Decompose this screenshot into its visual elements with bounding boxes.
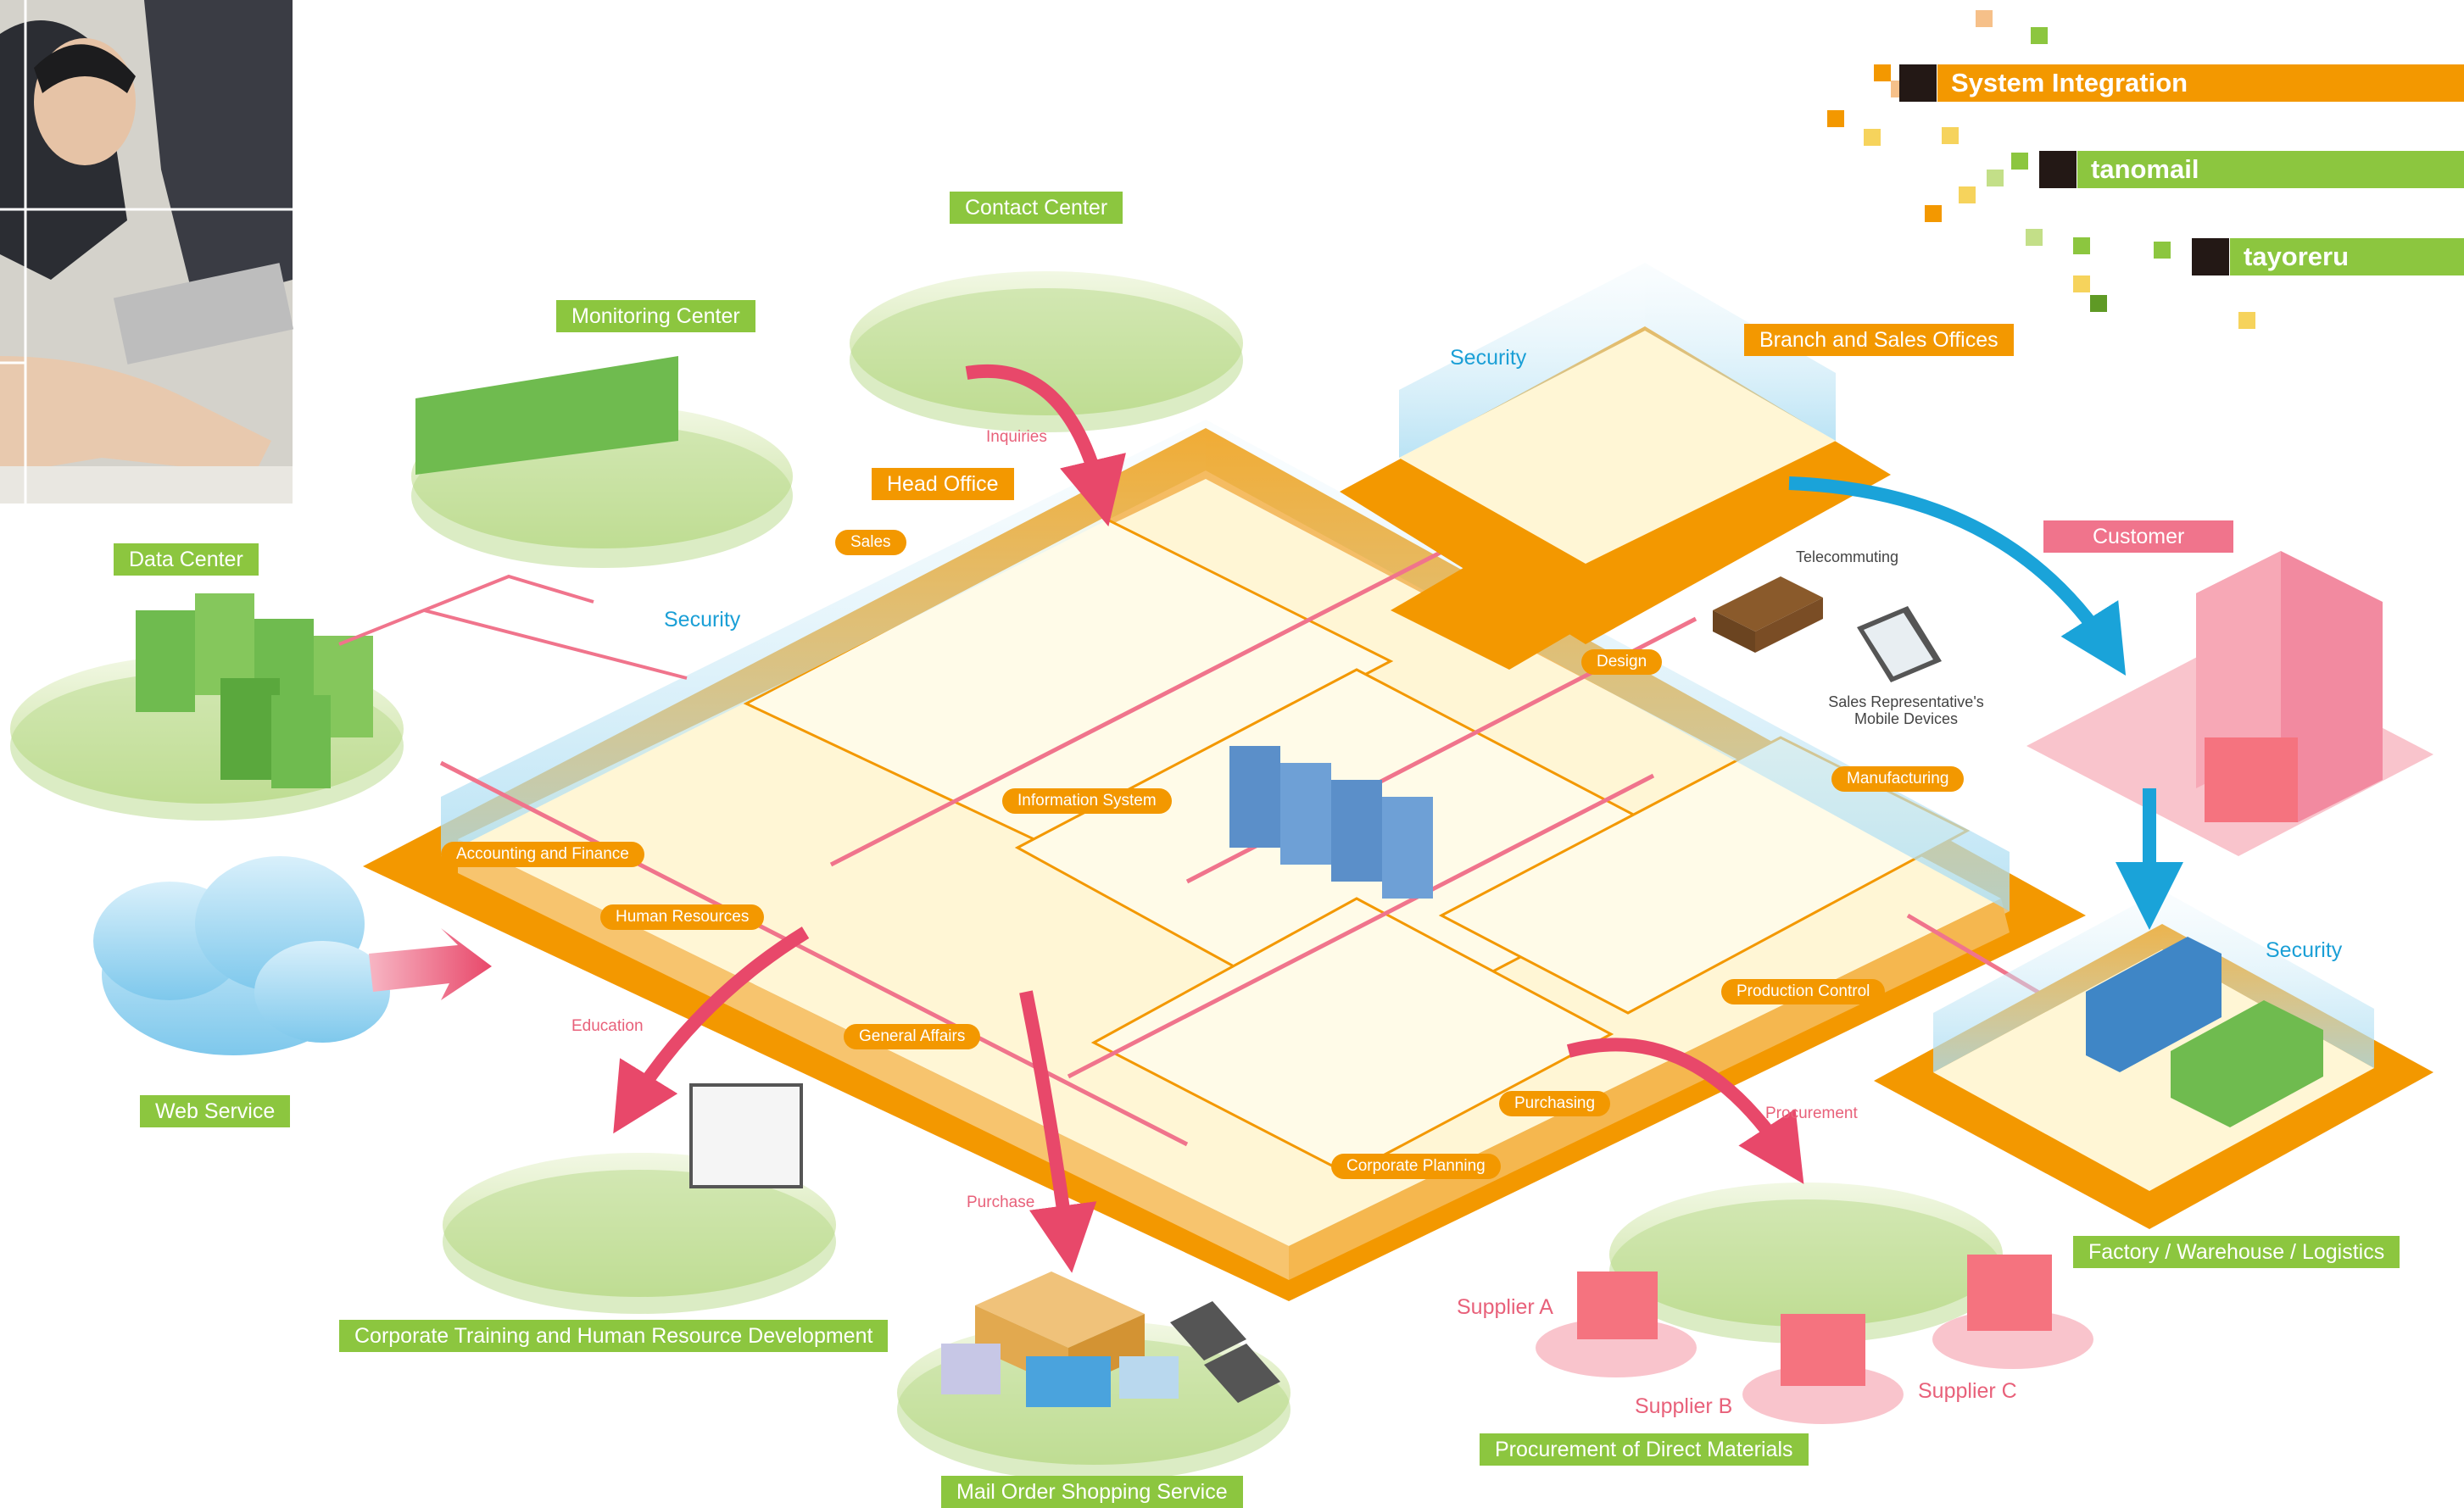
customer-arrow: [1788, 476, 2127, 676]
mail-order-label: Mail Order Shopping Service: [941, 1476, 1243, 1508]
dept-production-control: Production Control: [1721, 979, 1886, 1004]
data-center-servers: [136, 593, 373, 788]
customer-building: [2026, 551, 2433, 856]
procurement-label: Procurement: [1765, 1105, 1858, 1122]
branch-offices-label: Branch and Sales Offices: [1744, 324, 2014, 356]
factory-platform: [1874, 890, 2433, 1229]
monitoring-line: [423, 609, 688, 680]
dept-sales: Sales: [835, 530, 906, 555]
inquiries-arrow: [965, 364, 1126, 527]
web-service-cloud: [93, 856, 390, 1055]
security-label-branch: Security: [1450, 346, 1527, 370]
legend-tanomail: tanomail: [2077, 151, 2464, 188]
web-service-arrow: [369, 928, 492, 1000]
education-arrow: [613, 927, 810, 1134]
mobile-devices-line2: Mobile Devices: [1854, 710, 1959, 727]
dept-manufacturing: Manufacturing: [1831, 766, 1965, 792]
factory-label: Factory / Warehouse / Logistics: [2073, 1236, 2400, 1268]
supplier-c-label: Supplier C: [1918, 1379, 2017, 1403]
education-label: Education: [571, 1017, 644, 1035]
legend-system-integration: System Integration: [1937, 64, 2464, 102]
information-system-servers: [1229, 746, 1433, 899]
web-service-label: Web Service: [140, 1095, 291, 1127]
mobile-device-icon: [1857, 606, 1942, 682]
telecommuting-label: Telecommuting: [1796, 548, 1899, 565]
dept-accounting: Accounting and Finance: [441, 842, 644, 867]
procurement-materials-label: Procurement of Direct Materials: [1480, 1433, 1809, 1466]
mobile-devices-label: Sales Representative's Mobile Devices: [1821, 693, 1991, 727]
legend-tayoreru: tayoreru: [2230, 238, 2464, 275]
monitoring-center-label: Monitoring Center: [556, 300, 755, 332]
dept-design: Design: [1581, 649, 1663, 675]
training-whiteboard: [689, 1083, 803, 1188]
customer-label: Customer: [2043, 520, 2234, 553]
dept-human-resources: Human Resources: [600, 904, 765, 930]
branch-office-platform: [1340, 263, 1891, 670]
head-office-platform: [363, 420, 2086, 1301]
purchase-label: Purchase: [967, 1194, 1035, 1211]
legend-marker-system-integration: [1899, 64, 1937, 102]
inquiries-label: Inquiries: [986, 428, 1047, 446]
security-label-factory: Security: [2266, 938, 2343, 962]
dept-purchasing: Purchasing: [1499, 1091, 1611, 1116]
telecommuting-desk: [1713, 576, 1823, 653]
purchase-arrow: [1019, 990, 1097, 1273]
supplier-a-label: Supplier A: [1457, 1295, 1553, 1319]
security-label-head-office: Security: [664, 608, 741, 632]
office-photo: [0, 0, 294, 504]
data-center-line: [338, 574, 594, 646]
mail-order-goods: [941, 1272, 1280, 1407]
supplier-b-label: Supplier B: [1635, 1394, 1733, 1418]
training-label: Corporate Training and Human Resource De…: [339, 1320, 889, 1352]
head-office-label: Head Office: [872, 468, 1014, 500]
procurement-arrow: [1566, 1038, 1804, 1184]
dept-general-affairs: General Affairs: [844, 1024, 981, 1049]
legend-marker-tayoreru: [2192, 238, 2229, 275]
legend-marker-tanomail: [2039, 151, 2077, 188]
mobile-devices-line1: Sales Representative's: [1828, 693, 1984, 710]
dept-corporate-planning: Corporate Planning: [1331, 1154, 1501, 1179]
contact-center-label: Contact Center: [950, 192, 1123, 224]
dept-information-system: Information System: [1002, 788, 1172, 814]
data-center-label: Data Center: [114, 543, 259, 576]
